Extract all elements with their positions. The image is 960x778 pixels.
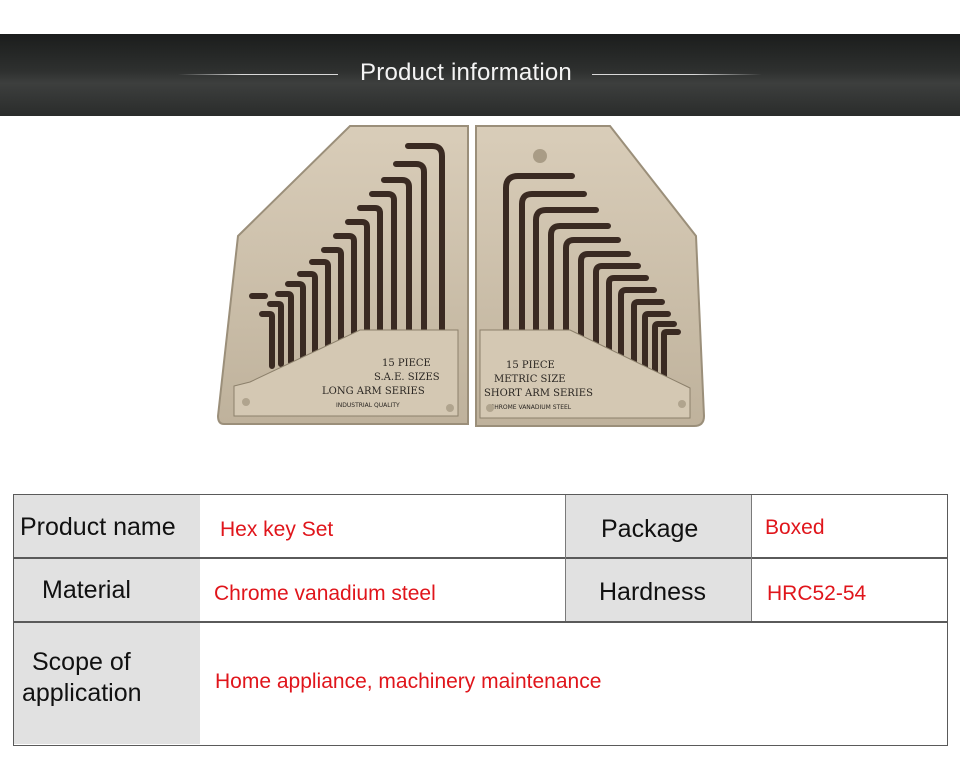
package-value: Boxed — [765, 516, 825, 539]
material-value-cell: Chrome vanadium steel — [200, 559, 565, 621]
case-left-text-4: INDUSTRIAL QUALITY — [336, 402, 400, 409]
table-divider — [565, 495, 566, 621]
scope-label-cell: Scope of application — [14, 623, 200, 744]
hardness-label: Hardness — [599, 578, 706, 606]
page-title: Product information — [360, 59, 572, 86]
metric-keys — [503, 173, 681, 387]
header-banner — [0, 34, 960, 116]
material-label: Material — [42, 576, 131, 604]
banner-divider-right — [592, 74, 762, 75]
table-divider — [14, 557, 947, 559]
case-left-text-3: LONG ARM SERIES — [322, 386, 425, 397]
product-name-label-cell: Product name — [14, 495, 200, 557]
scope-value-cell: Home appliance, machinery maintenance — [200, 623, 947, 744]
hardness-value-cell: HRC52-54 — [751, 559, 947, 621]
scope-value: Home appliance, machinery maintenance — [215, 670, 602, 693]
case-right-text-4: CHROME VANADIUM STEEL — [490, 404, 572, 411]
sae-keys — [249, 143, 445, 369]
case-left-text-1: 15 PIECE — [382, 358, 431, 369]
package-value-cell: Boxed — [751, 495, 947, 557]
hardness-value: HRC52-54 — [767, 582, 867, 605]
product-name-label: Product name — [20, 513, 176, 541]
case-right-text-2: METRIC SIZE — [494, 374, 566, 385]
material-value: Chrome vanadium steel — [214, 582, 436, 605]
case-left-text-2: S.A.E. SIZES — [374, 372, 440, 383]
case-right-text-1: 15 PIECE — [506, 360, 555, 371]
banner-divider-left — [178, 74, 338, 75]
table-divider — [751, 495, 752, 621]
material-label-cell: Material — [14, 559, 200, 621]
spec-table: Product name Hex key Set Package Boxed M… — [13, 494, 948, 746]
case-right-text-3: SHORT ARM SERIES — [484, 388, 593, 399]
product-name-value: Hex key Set — [220, 518, 334, 541]
scope-label-line-2: application — [22, 679, 142, 707]
package-label-cell: Package — [565, 495, 751, 557]
package-label: Package — [601, 515, 699, 543]
hex-key-set-photo-icon: 15 PIECE S.A.E. SIZES LONG ARM SERIES IN… — [216, 125, 706, 427]
product-name-value-cell: Hex key Set — [200, 495, 565, 557]
table-divider — [14, 621, 947, 623]
hardness-label-cell: Hardness — [565, 559, 751, 621]
scope-label-line-1: Scope of — [32, 648, 131, 676]
